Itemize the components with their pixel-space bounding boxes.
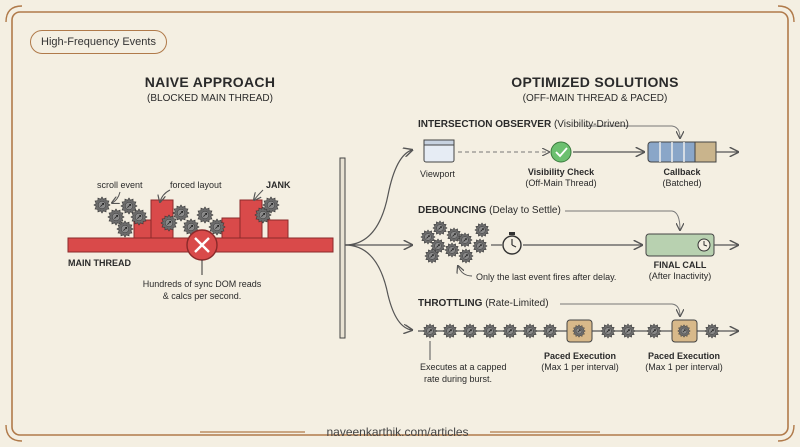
- viewport-label: Viewport: [420, 169, 455, 179]
- jank-label: JANK: [266, 180, 291, 190]
- optimized-subtitle: (OFF-MAIN THREAD & PACED): [522, 93, 668, 104]
- blocked-x-icon: [186, 229, 218, 261]
- naive-subtitle: (BLOCKED MAIN THREAD): [147, 93, 273, 104]
- main-thread-label: MAIN THREAD: [68, 258, 131, 268]
- final-call-box: [645, 233, 715, 257]
- optimized-title: OPTIMIZED SOLUTIONS: [511, 74, 679, 90]
- branch-arrows: [344, 150, 412, 330]
- debouncing-qualifier: (Delay to Settle): [489, 205, 561, 216]
- visibility-check-icon: [550, 141, 572, 163]
- debounce-note: Only the last event fires after delay.: [476, 272, 617, 282]
- forced-layout-pointer: [160, 189, 171, 202]
- forced-layout-label: forced layout: [170, 180, 222, 190]
- footer-url[interactable]: naveenkarthik.com/articles: [326, 425, 469, 439]
- debounce-event-gears: [420, 220, 490, 264]
- throttling-qualifier: (Rate-Limited): [485, 298, 549, 309]
- visibility-check-sublabel: (Off-Main Thread): [525, 178, 597, 188]
- visibility-check-label: Visibility Check: [527, 167, 595, 177]
- callback-label: Callback: [663, 167, 701, 177]
- debounce-note-pointer: [458, 266, 473, 277]
- paced-execution-2-label: Paced Execution: [647, 351, 721, 361]
- intersection-observer-heading: INTERSECTION OBSERVER (Visibility-Driven…: [418, 119, 629, 130]
- callback-batch-box: [647, 141, 717, 163]
- debouncing-heading: DEBOUNCING (Delay to Settle): [418, 205, 561, 216]
- io-top-pointer: [585, 125, 680, 138]
- naive-note-line2: & calcs per second.: [162, 291, 242, 301]
- debounce-top-pointer: [565, 210, 680, 230]
- throttle-note-line2: rate during burst.: [424, 374, 493, 384]
- stopwatch-icon: [502, 232, 522, 255]
- callback-sublabel: (Batched): [662, 178, 702, 188]
- throttling-heading: THROTTLING (Rate-Limited): [418, 298, 549, 309]
- paced-execution-box-1: [566, 319, 593, 343]
- scroll-pointer: [112, 191, 121, 203]
- scroll-event-label: scroll event: [97, 180, 143, 190]
- jank-pointer: [254, 189, 264, 200]
- debouncing-name: DEBOUNCING: [418, 205, 487, 216]
- vertical-divider: [339, 157, 346, 339]
- throttle-note-line1: Executes at a capped: [420, 362, 507, 372]
- intersection-observer-qualifier: (Visibility-Driven): [553, 119, 629, 130]
- final-call-sublabel: (After Inactivity): [648, 271, 712, 281]
- outer-frame: [11, 11, 789, 436]
- paced-execution-1-sublabel: (Max 1 per interval): [541, 362, 619, 372]
- throttling-name: THROTTLING: [418, 298, 483, 309]
- paced-execution-box-2: [671, 319, 698, 343]
- corner-ornaments: [5, 5, 795, 442]
- topic-tag: High-Frequency Events: [30, 30, 167, 54]
- paced-execution-2-sublabel: (Max 1 per interval): [645, 362, 723, 372]
- viewport-icon: [423, 139, 455, 163]
- naive-title: NAIVE APPROACH: [144, 74, 276, 90]
- intersection-observer-name: INTERSECTION OBSERVER: [418, 119, 552, 130]
- naive-note-line1: Hundreds of sync DOM reads: [142, 279, 262, 289]
- paced-execution-1-label: Paced Execution: [543, 351, 617, 361]
- throttle-top-pointer: [560, 303, 680, 316]
- final-call-label: FINAL CALL: [653, 260, 707, 270]
